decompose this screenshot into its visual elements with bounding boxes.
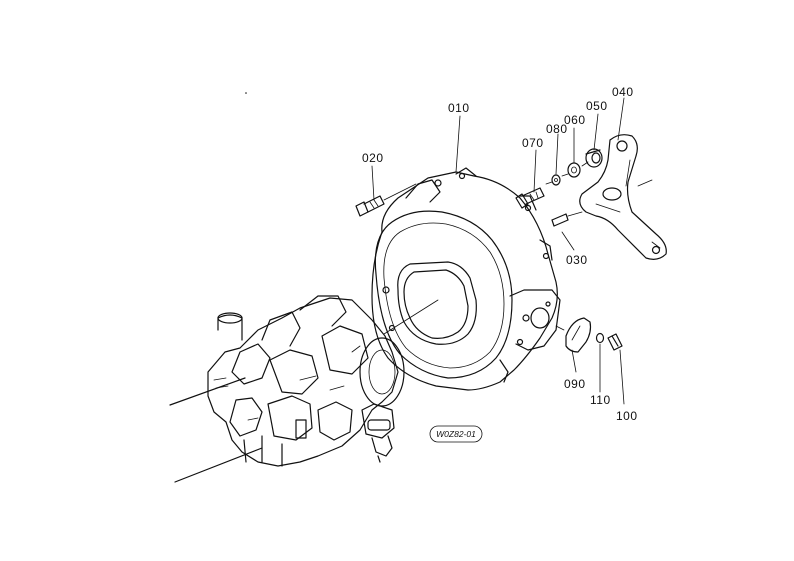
label-080: 080 [546, 122, 568, 136]
cover-plate-090-drawing [555, 317, 623, 353]
label-050: 050 [586, 99, 608, 113]
label-020: 020 [362, 151, 384, 165]
leader-lines [371, 97, 625, 405]
engine-block-drawing [169, 295, 439, 483]
label-060: 060 [564, 113, 586, 127]
part-labels: 010 020 030 040 050 060 070 080 090 110 … [362, 85, 638, 423]
flywheel-housing-drawing [371, 167, 583, 391]
label-040: 040 [612, 85, 634, 99]
label-100: 100 [616, 409, 638, 423]
drawing-code-stamp: W0Z82-01 [429, 425, 483, 443]
label-030: 030 [566, 253, 588, 267]
stray-dot [245, 92, 247, 94]
label-070: 070 [522, 136, 544, 150]
bolt-020-drawing [355, 183, 417, 217]
bracket-040-drawing [515, 134, 667, 260]
label-010: 010 [448, 101, 470, 115]
label-090: 090 [564, 377, 586, 391]
label-110: 110 [590, 393, 611, 407]
drawing-code: W0Z82-01 [436, 429, 476, 439]
